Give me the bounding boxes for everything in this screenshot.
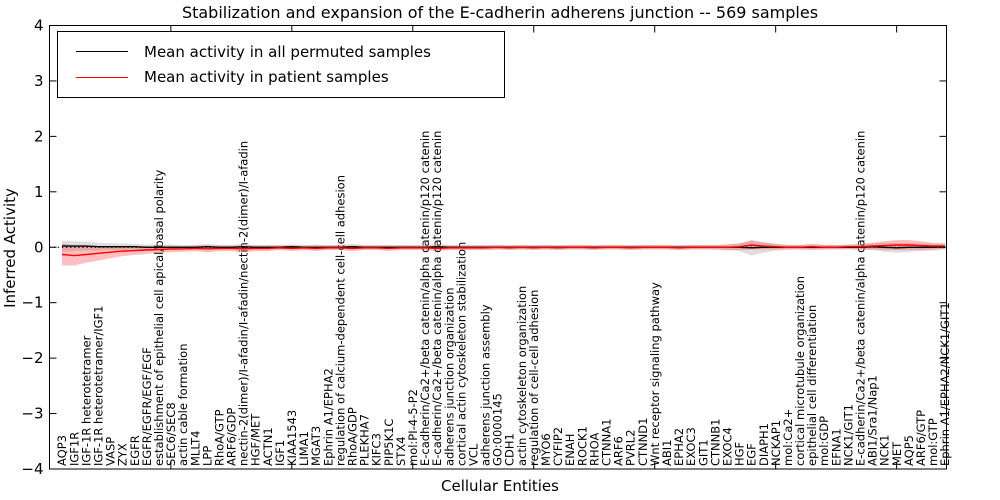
legend-label-permuted: Mean activity in all permuted samples [144,42,431,61]
patient-band [62,240,945,266]
entity-tick-label: HGF/MET [249,413,263,466]
entity-tick-label: IGF1R [67,432,81,466]
y-tick-label: 1 [34,183,44,201]
entity-tick-label: ABI1 [660,440,674,466]
x-axis-title: Cellular Entities [441,477,559,495]
y-tick-label: −3 [21,405,43,423]
y-tick-label: −2 [21,349,43,367]
entity-tick-label: CDH1 [503,433,517,466]
entity-tick-label: cortical microtubule organization [793,276,807,466]
entity-tick-label: EFNA1 [829,428,843,466]
entity-tick-label: CYFIP2 [551,427,565,466]
patient-mean-line [61,244,945,257]
entity-tick-label: MET [890,441,904,466]
y-tick-label: 2 [34,127,44,145]
entity-tick-label: LPP [200,446,214,466]
entity-tick-label: AQP3 [55,435,69,466]
entity-tick-label: adherens junction assembly [479,304,493,466]
entity-tick-label: RhoA/GTP [212,409,226,466]
y-tick-label: 3 [34,72,44,90]
entity-tick-label: VCL [466,443,480,466]
entity-tick-label: CTNND1 [636,418,650,466]
entity-tick-label: mol:Ca2+ [781,409,795,466]
entity-tick-label: mol:GTP [926,418,940,466]
y-tick-label: −4 [21,460,43,478]
entity-tick-label: Wnt receptor signaling pathway [648,282,662,466]
entity-tick-label: ABI1/Sra1/Nap1 [866,375,880,466]
entity-tick-label: E-cadherin/Ca2+/beta catenin/alpha caten… [430,131,444,466]
entity-tick-label: ARF6/GTP [914,410,928,466]
entity-tick-label: mol:PI-4-5-P2 [406,389,420,466]
entity-tick-label: epithelial cell differentiation [805,305,819,466]
legend-entry-permuted: Mean activity in all permuted samples [76,43,494,61]
entity-tick-label: PVRL2 [624,429,638,466]
entity-tick-label: EGFR/EGFR/EGF/EGF [140,347,154,466]
legend-label-patient: Mean activity in patient samples [144,68,389,87]
y-tick-label: 4 [34,17,44,35]
entity-tick-label: GIT1 [696,439,710,466]
entity-tick-label: PLEKHA7 [358,414,372,466]
entity-tick-label: adherens junction organization [442,288,456,466]
entity-tick-label: LIMA1 [297,431,311,466]
entity-tick-label: KIFC3 [370,433,384,466]
y-tick-label: 0 [34,238,44,256]
y-axis-title: Inferred Activity [1,188,19,308]
entity-tick-label: IGF-1R heterotetramer/IGF1 [91,306,105,466]
entity-tick-label: regulation of cell-cell adhesion [527,290,541,466]
entity-tick-label: EGF [745,443,759,466]
entity-tick-label: VASP [104,437,118,466]
entity-tick-label: IGF-1R heterotetramer [79,335,93,466]
y-tick-label: −1 [21,294,43,312]
entity-tick-label: EGFR [128,435,142,466]
entity-tick-label: RHOA [587,433,601,466]
entity-tick-label: actin cable formation [176,343,190,466]
chart-title: Stabilization and expansion of the E-cad… [181,3,819,22]
legend-entry-patient: Mean activity in patient samples [76,68,494,86]
entity-tick-label: Ephrin A1/EPHA2 [321,368,335,466]
patient-line-sample [76,76,128,78]
entity-tick-label: ZYX [116,443,130,466]
entity-tick-label: EPHA2 [672,428,686,466]
entity-tick-label: ARF6 [612,436,626,466]
entity-tick-label: KIAA1543 [285,410,299,466]
entity-tick-label: nectin-2(dimer)/I-afadin/I-afadin/nectin… [237,141,251,466]
entity-tick-label: EXOC3 [684,427,698,466]
axes-frame [49,25,947,470]
entity-tick-label: HGF [733,442,747,466]
entity-tick-label: ACTN1 [261,427,275,466]
entity-tick-label: ROCK1 [575,426,589,466]
entity-tick-label: DIAPH1 [757,423,771,466]
permuted-line-sample [76,51,128,53]
entity-tick-label: Ephrin A1/EPHA2/NCK1/GIT1 [938,302,952,466]
entity-tick-label: SEC6/SEC8 [164,402,178,466]
entity-tick-label: RhoA/GDP [346,407,360,466]
entity-tick-label: E-cadherin/Ca2+/beta catenin/alpha caten… [854,131,868,466]
entity-tick-label: GO:0000145 [491,393,505,466]
entity-tick-label: establishment of epithelial cell apical/… [152,170,166,466]
entity-tick-label: PIP5K1C [382,419,396,466]
entity-tick-label: MYO6 [539,433,553,466]
entity-tick-label: ENAH [563,434,577,466]
entity-tick-label: cortical actin cytoskeleton stabilizatio… [454,242,468,466]
entity-tick-label: mol:GDP [817,416,831,466]
entity-tick-label: NCK1 [878,435,892,467]
entity-tick-label: NCKAP1 [769,420,783,466]
entity-tick-label: EXOC4 [720,427,734,466]
entity-tick-label: ARF6/GDP [225,408,239,466]
entity-tick-label: E-cadherin/Ca2+/beta catenin/alpha caten… [418,131,432,466]
entity-tick-label: IGF1 [273,440,287,466]
legend: Mean activity in all permuted samples Me… [57,31,505,98]
entity-tick-label: MGAT3 [309,426,323,466]
entity-tick-label: CTNNA1 [600,419,614,466]
entity-tick-label: CTNNB1 [708,419,722,466]
entity-tick-label: AQP5 [902,435,916,466]
entity-tick-label: MLLT4 [188,431,202,467]
entity-tick-label: STX4 [394,436,408,466]
entity-tick-label: NCK1/GIT1 [841,404,855,466]
entity-tick-label: actin cytoskeleton organization [515,286,529,466]
